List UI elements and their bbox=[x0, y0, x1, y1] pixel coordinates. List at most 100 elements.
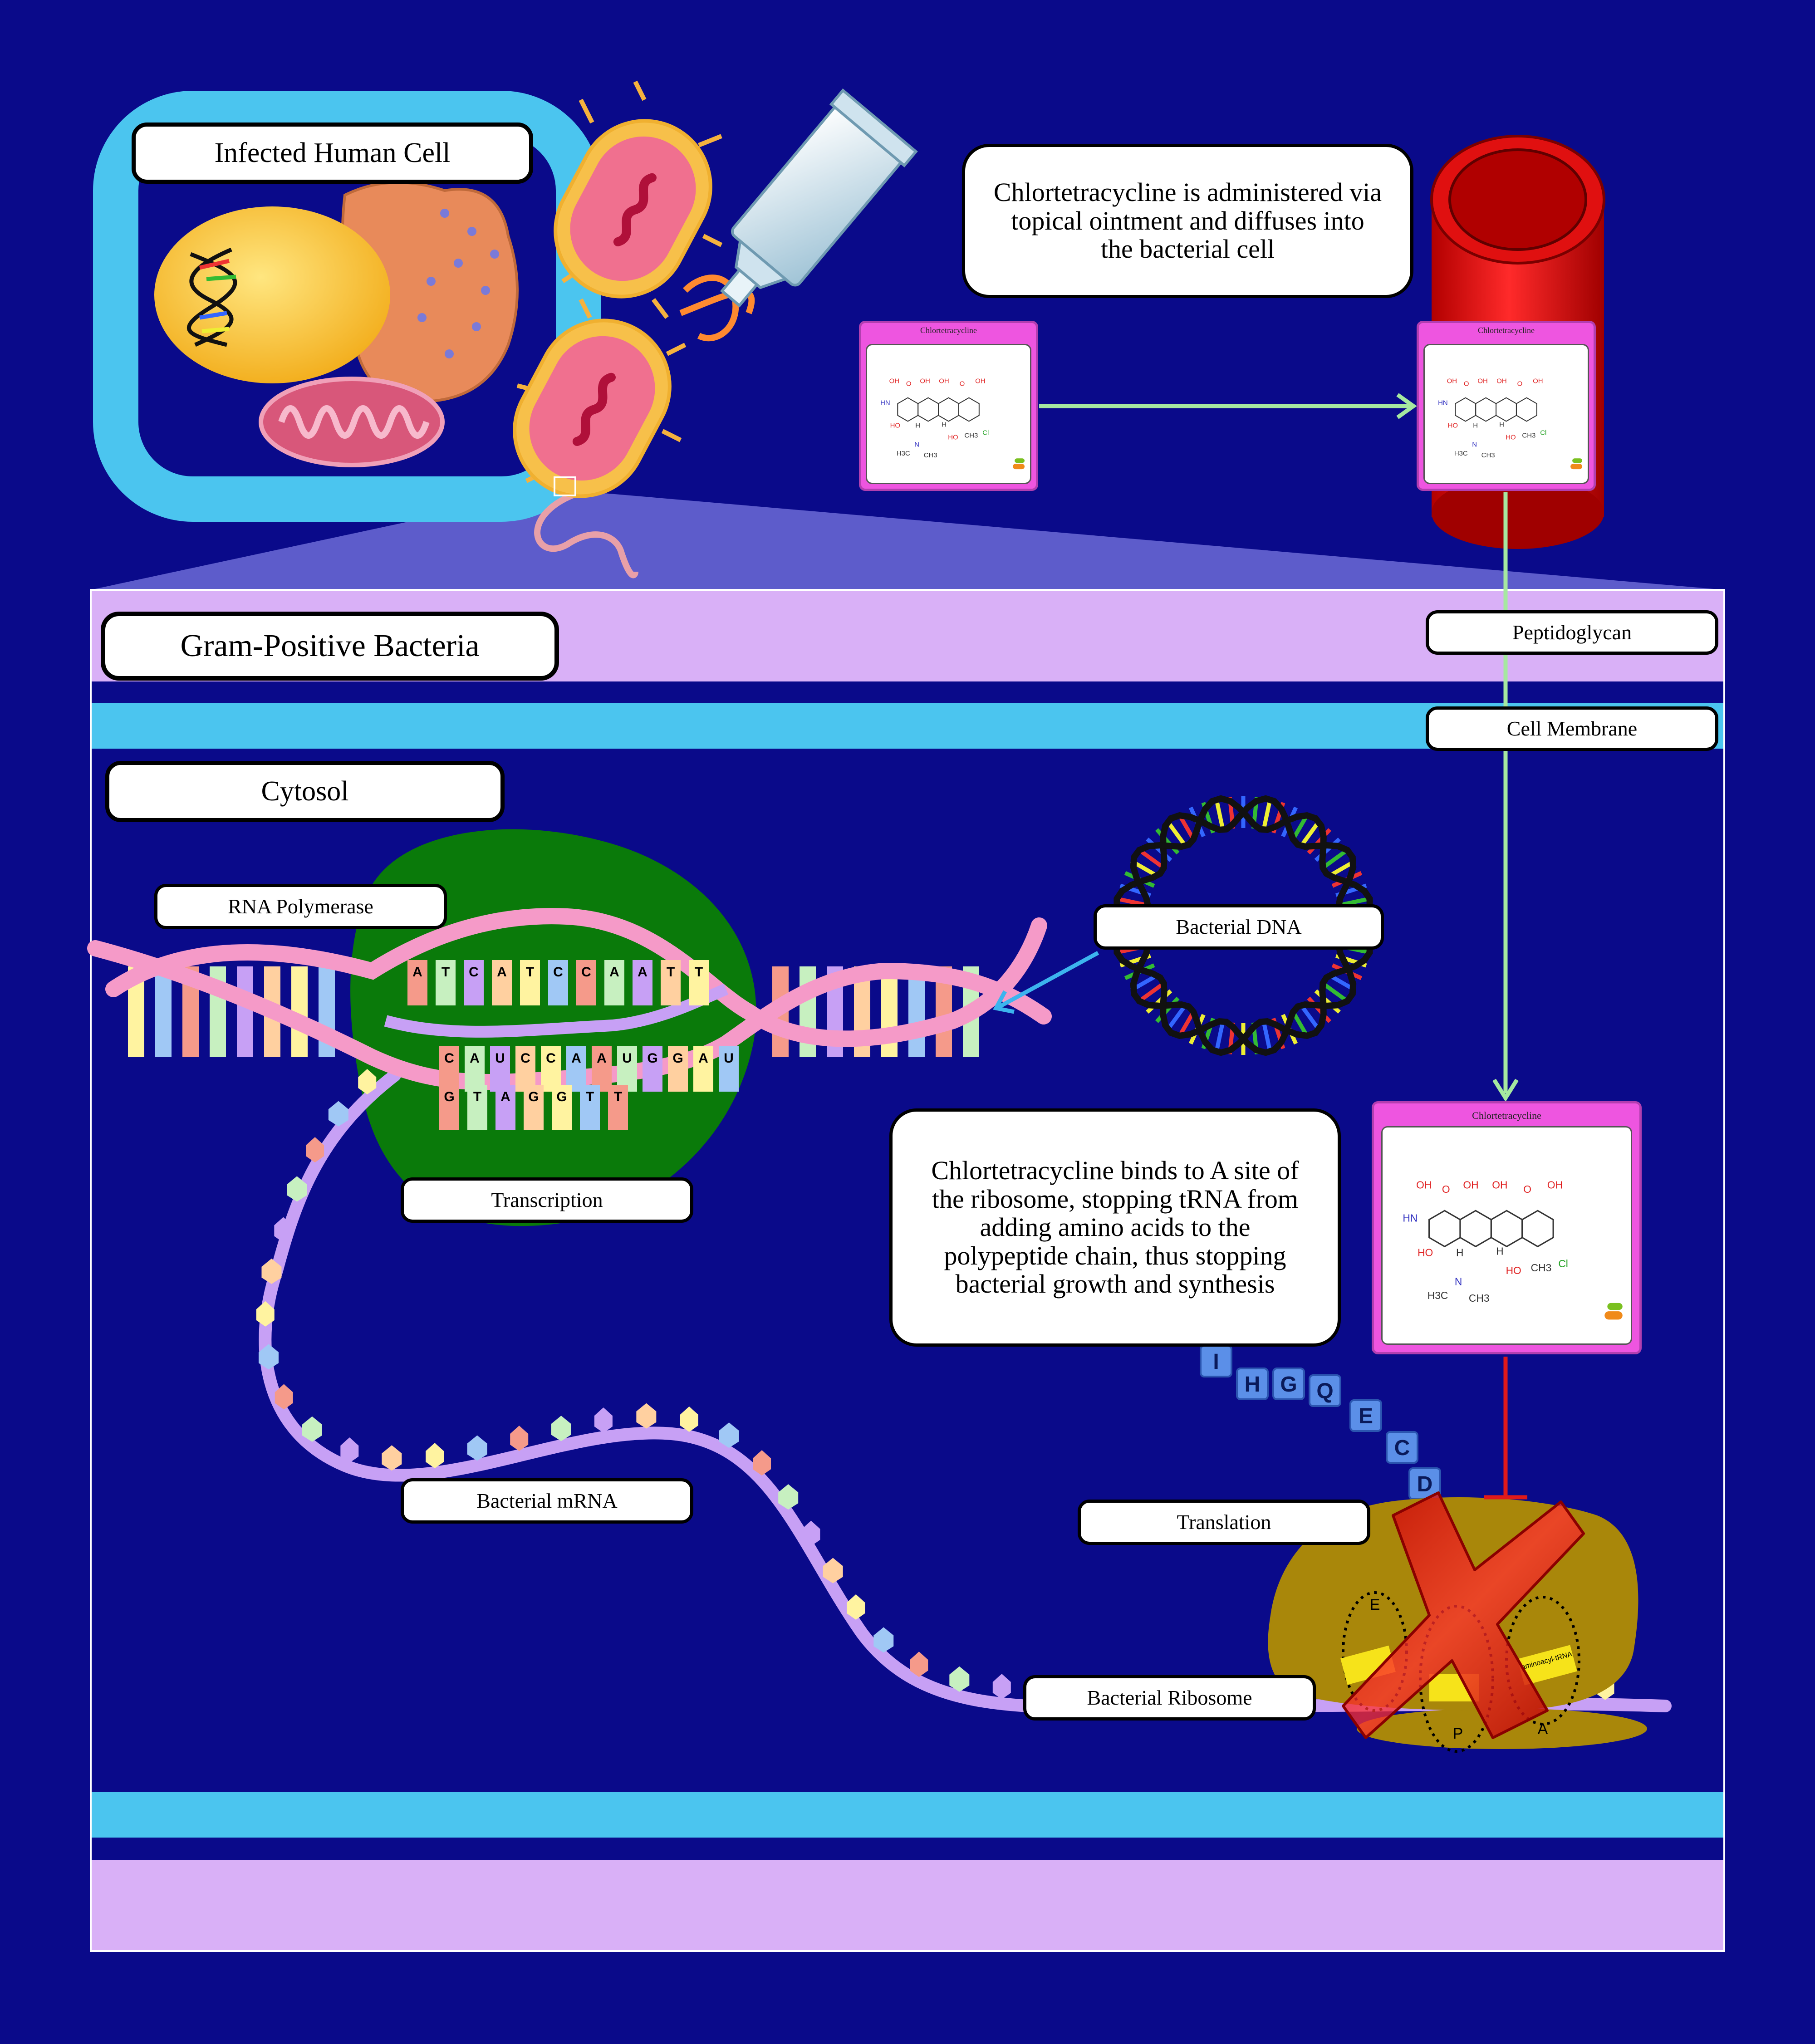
rna-transcript-base: C bbox=[439, 1046, 459, 1092]
coding-strand-base: G bbox=[552, 1085, 572, 1130]
svg-text:A: A bbox=[609, 965, 619, 980]
human-cell bbox=[93, 91, 601, 522]
transcription-label: Transcription bbox=[401, 1177, 693, 1223]
template-strand-base: A bbox=[492, 960, 512, 1005]
mrna-nucleotide bbox=[873, 1627, 894, 1653]
flow-arrows bbox=[1039, 393, 1519, 1102]
mrna-nucleotide bbox=[510, 1426, 529, 1451]
svg-text:H3C: H3C bbox=[1427, 1289, 1448, 1301]
svg-text:C: C bbox=[444, 1051, 454, 1066]
coding-strand-base: G bbox=[524, 1085, 544, 1130]
svg-text:CH3: CH3 bbox=[924, 451, 937, 459]
rna-transcript-base: C bbox=[515, 1046, 535, 1092]
svg-text:A: A bbox=[412, 965, 422, 980]
infected-human-cell-label: Infected Human Cell bbox=[132, 123, 533, 184]
rna-transcript-base: U bbox=[617, 1046, 637, 1092]
template-strand-base: A bbox=[604, 960, 624, 1005]
svg-text:U: U bbox=[495, 1051, 505, 1066]
svg-text:T: T bbox=[526, 965, 534, 980]
cytosol-label: Cytosol bbox=[105, 761, 505, 822]
svg-text:O: O bbox=[1464, 380, 1469, 388]
svg-text:U: U bbox=[724, 1051, 734, 1066]
svg-text:O: O bbox=[906, 380, 912, 388]
coding-strand-base: G bbox=[439, 1085, 459, 1130]
svg-text:OH: OH bbox=[975, 377, 985, 385]
svg-text:C: C bbox=[546, 1051, 556, 1066]
ointment-tube-icon bbox=[720, 88, 918, 308]
mrna-nucleotide bbox=[802, 1520, 820, 1546]
svg-text:N: N bbox=[1472, 441, 1477, 448]
svg-text:N: N bbox=[1455, 1275, 1462, 1287]
coding-strand-base: T bbox=[580, 1085, 600, 1130]
mrna-nucleotide bbox=[847, 1594, 865, 1620]
bacterial-dna-label: Bacterial DNA bbox=[1094, 904, 1384, 950]
rna-transcript-base: A bbox=[693, 1046, 713, 1092]
template-strand-base: C bbox=[548, 960, 568, 1005]
mrna-nucleotide bbox=[949, 1666, 970, 1692]
mrna-nucleotide bbox=[275, 1384, 293, 1410]
mrna-nucleotide bbox=[636, 1403, 657, 1429]
amino-acid: I bbox=[1200, 1345, 1232, 1377]
rna-transcript-base: A bbox=[592, 1046, 612, 1092]
drug-card-title: Chlortetracycline bbox=[920, 326, 977, 335]
mrna-nucleotide bbox=[467, 1435, 487, 1461]
svg-text:OH: OH bbox=[939, 377, 949, 385]
mrna-nucleotide bbox=[426, 1443, 444, 1469]
svg-text:A: A bbox=[571, 1051, 581, 1066]
svg-text:G: G bbox=[528, 1089, 539, 1104]
mrna-nucleotide bbox=[719, 1422, 739, 1448]
svg-text:C: C bbox=[469, 965, 479, 980]
template-strand-base: T bbox=[689, 960, 709, 1005]
svg-text:OH: OH bbox=[1416, 1179, 1432, 1191]
coding-strand-base: T bbox=[467, 1085, 487, 1130]
svg-text:G: G bbox=[647, 1051, 657, 1066]
svg-text:HN: HN bbox=[880, 399, 890, 407]
amino-acid: E bbox=[1349, 1399, 1382, 1432]
svg-text:H3C: H3C bbox=[897, 450, 910, 457]
svg-text:OH: OH bbox=[1463, 1179, 1478, 1191]
svg-text:A: A bbox=[500, 1089, 510, 1104]
mrna-nucleotide bbox=[753, 1450, 771, 1476]
svg-text:H: H bbox=[915, 422, 920, 429]
svg-text:C: C bbox=[581, 965, 591, 980]
mrna-nucleotide bbox=[302, 1416, 322, 1442]
svg-text:H: H bbox=[1499, 421, 1504, 428]
blocked-x-icon bbox=[1342, 1491, 1585, 1739]
svg-text:HO: HO bbox=[1506, 433, 1516, 441]
svg-text:O: O bbox=[1442, 1183, 1450, 1195]
mrna-nucleotide bbox=[274, 1217, 293, 1243]
rna-transcript-base: A bbox=[465, 1046, 485, 1092]
bacterial-ribosome-label: Bacterial Ribosome bbox=[1023, 1675, 1316, 1720]
svg-text:H: H bbox=[1473, 422, 1478, 429]
svg-text:HO: HO bbox=[890, 422, 900, 429]
svg-text:E: E bbox=[1359, 1404, 1373, 1428]
rna-transcript-base: C bbox=[541, 1046, 561, 1092]
svg-text:H: H bbox=[1496, 1245, 1503, 1257]
site-a-label: A bbox=[1538, 1720, 1548, 1738]
peptidoglycan-label: Peptidoglycan bbox=[1426, 610, 1718, 655]
bacterial-mrna-label: Bacterial mRNA bbox=[401, 1478, 693, 1524]
mrna-nucleotide bbox=[823, 1558, 843, 1583]
svg-text:N: N bbox=[914, 441, 919, 448]
svg-text:CH3: CH3 bbox=[1481, 451, 1495, 459]
nucleus-dna-helix bbox=[187, 247, 237, 347]
rna-transcript-base: G bbox=[643, 1046, 662, 1092]
mrna-nucleotide bbox=[594, 1407, 613, 1433]
svg-text:HO: HO bbox=[1506, 1265, 1521, 1276]
svg-text:OH: OH bbox=[1533, 377, 1543, 385]
template-strand-base: A bbox=[633, 960, 652, 1005]
mrna-nucleotide bbox=[261, 1258, 282, 1284]
svg-text:CH3: CH3 bbox=[964, 431, 978, 439]
svg-text:OH: OH bbox=[1447, 377, 1457, 385]
peptidoglycan-layer-bottom bbox=[92, 1860, 1723, 1950]
svg-text:G: G bbox=[672, 1051, 683, 1066]
svg-text:Cl: Cl bbox=[982, 429, 989, 436]
